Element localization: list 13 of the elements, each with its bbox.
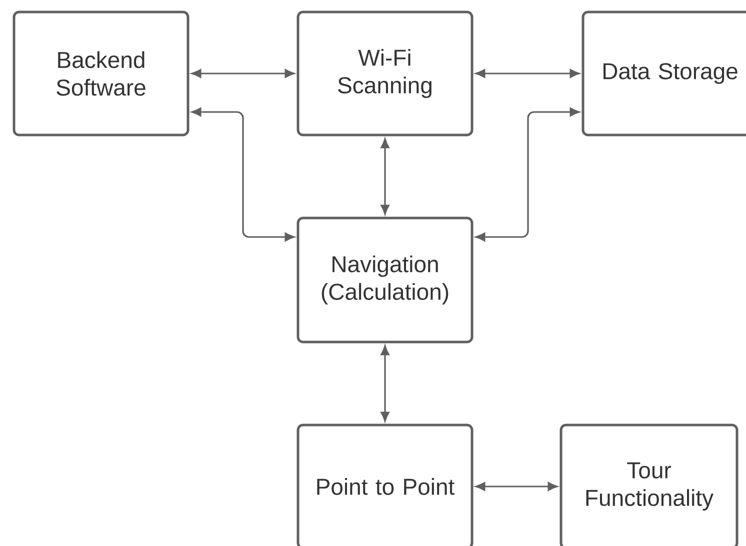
process-box: Point to Point — [296, 424, 474, 546]
arrow — [191, 69, 295, 78]
process-box: Wi-Fi Scanning — [296, 10, 474, 136]
arrow — [380, 345, 390, 422]
process-box: Backend Software — [12, 10, 190, 136]
arrow — [380, 138, 390, 215]
arrow — [191, 108, 295, 242]
process-box: Data Storage — [582, 10, 746, 136]
arrow — [475, 69, 580, 78]
process-box: Tour Functionality — [560, 424, 738, 546]
process-box: Navigation (Calculation) — [296, 216, 474, 344]
arrow — [475, 108, 580, 242]
arrow — [475, 482, 558, 491]
